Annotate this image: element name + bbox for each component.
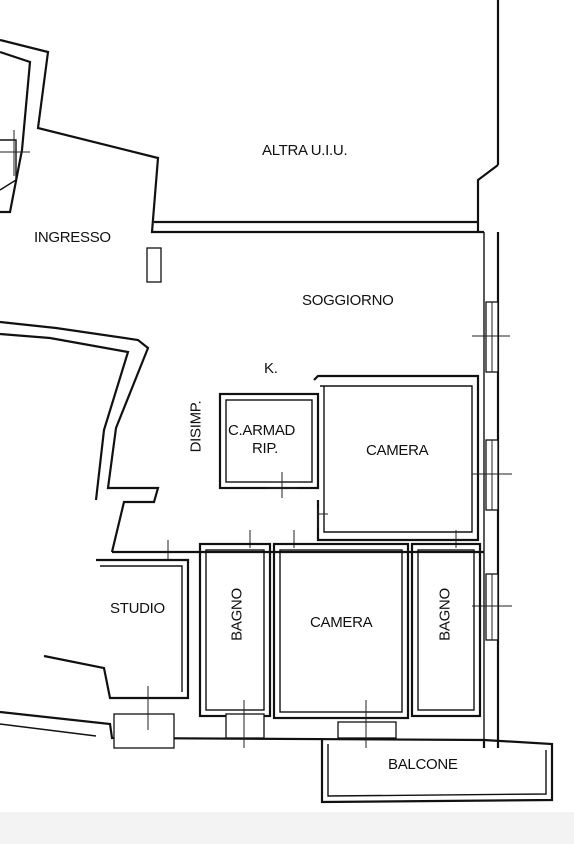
room-label-soggiorno: SOGGIORNO	[302, 292, 394, 309]
c-armad-walls	[218, 392, 320, 498]
ingresso-window	[146, 247, 162, 283]
room-label-studio: STUDIO	[110, 600, 165, 617]
bottom-band	[0, 812, 574, 844]
room-label-altra-uiu: ALTRA U.I.U.	[262, 142, 348, 159]
floor-plan-drawing	[0, 0, 554, 804]
balcone-walls	[320, 738, 554, 804]
room-label-rip: RIP.	[252, 440, 279, 457]
right-wall-windows	[472, 301, 512, 641]
ingresso-walls	[0, 38, 484, 283]
room-label-disimp: DISIMP.	[187, 400, 205, 453]
room-label-bagno-1: BAGNO	[228, 588, 246, 641]
camera-upper-walls	[313, 374, 480, 542]
room-label-c-armad: C.ARMAD	[228, 422, 296, 439]
room-label-k: K.	[264, 360, 278, 377]
room-label-ingresso: INGRESSO	[34, 229, 111, 246]
floor-plan: ALTRA U.I.U. INGRESSO SOGGIORNO K. DISIM…	[0, 0, 554, 804]
studio-window	[113, 713, 175, 749]
left-diagonal-wall	[0, 320, 160, 553]
room-label-camera-lower: CAMERA	[310, 614, 373, 631]
room-label-camera-upper: CAMERA	[366, 442, 429, 459]
room-label-bagno-2: BAGNO	[436, 588, 454, 641]
bottom-rooms-walls	[0, 530, 486, 749]
room-label-balcone: BALCONE	[388, 756, 458, 773]
